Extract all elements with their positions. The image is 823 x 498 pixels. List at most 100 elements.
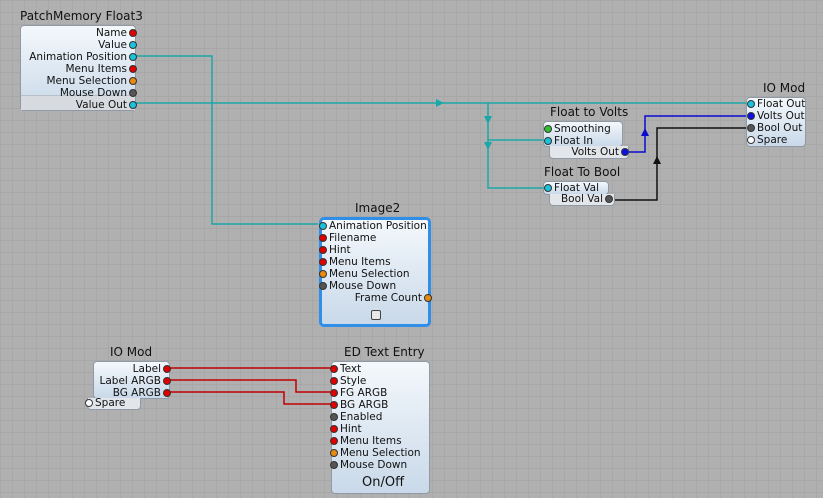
port-float-in[interactable]: Float In (544, 135, 593, 147)
float-to-bool-title: Float To Bool (544, 165, 621, 179)
port-bool-out[interactable]: Bool Out (747, 122, 802, 134)
port-connector-icon[interactable] (544, 137, 552, 145)
port-connector-icon[interactable] (330, 401, 338, 409)
port-spare[interactable]: Spare (85, 397, 125, 409)
port-style[interactable]: Style (330, 375, 366, 387)
port-connector-icon[interactable] (319, 234, 327, 242)
port-label: Label (132, 363, 161, 375)
port-connector-icon[interactable] (129, 65, 137, 73)
port-filename[interactable]: Filename (319, 232, 376, 244)
port-menu-items[interactable]: Menu Items (330, 435, 402, 447)
patch-memory-title: PatchMemory Float3 (20, 9, 143, 23)
port-connector-icon[interactable] (129, 77, 137, 85)
port-connector-icon[interactable] (129, 41, 137, 49)
port-label: Spare (95, 397, 126, 409)
port-menu-selection[interactable]: Menu Selection (330, 447, 421, 459)
io-mod-right-title: IO Mod (763, 81, 806, 95)
port-frame-count[interactable]: Frame Count (355, 292, 432, 304)
port-connector-icon[interactable] (747, 136, 755, 144)
port-connector-icon[interactable] (319, 246, 327, 254)
port-bg-argb[interactable]: BG ARGB (330, 399, 388, 411)
port-float-val[interactable]: Float Val (544, 182, 599, 194)
port-value-out[interactable]: Value Out (76, 99, 137, 111)
port-bg-argb[interactable]: BG ARGB (113, 387, 171, 399)
port-connector-icon[interactable] (319, 282, 327, 290)
wire-label-argb-fg[interactable] (168, 379, 333, 393)
port-connector-icon[interactable] (129, 53, 137, 61)
port-connector-icon[interactable] (544, 184, 552, 192)
wire-float-val[interactable] (487, 140, 547, 189)
port-menu-selection[interactable]: Menu Selection (46, 75, 137, 87)
port-connector-icon[interactable] (319, 258, 327, 266)
wire-float-in[interactable] (487, 103, 547, 141)
port-connector-icon[interactable] (163, 389, 171, 397)
port-label[interactable]: Label (133, 363, 171, 375)
port-connector-icon[interactable] (330, 365, 338, 373)
port-connector-icon[interactable] (747, 100, 755, 108)
wire-bg-argb[interactable] (168, 391, 333, 405)
port-mouse-down[interactable]: Mouse Down (60, 87, 137, 99)
port-menu-selection[interactable]: Menu Selection (319, 268, 410, 280)
port-connector-icon[interactable] (544, 125, 552, 133)
port-connector-icon[interactable] (330, 449, 338, 457)
port-smoothing[interactable]: Smoothing (544, 123, 611, 135)
port-connector-icon[interactable] (319, 270, 327, 278)
port-label: Animation Position (329, 220, 427, 232)
port-connector-icon[interactable] (163, 365, 171, 373)
port-connector-icon[interactable] (330, 389, 338, 397)
wire-arrow (484, 116, 492, 124)
float-to-volts-output-strip: Volts Out (549, 146, 629, 159)
wire-anim-position[interactable] (132, 55, 318, 225)
port-menu-items[interactable]: Menu Items (65, 63, 137, 75)
port-connector-icon[interactable] (621, 148, 629, 156)
port-connector-icon[interactable] (330, 461, 338, 469)
wire-bool-val[interactable] (611, 127, 750, 201)
port-bool-val[interactable]: Bool Val (561, 193, 613, 205)
port-label: Float Val (554, 182, 599, 194)
port-connector-icon[interactable] (330, 425, 338, 433)
port-label: Mouse Down (340, 459, 408, 471)
port-menu-items[interactable]: Menu Items (319, 256, 391, 268)
image2-checkbox[interactable] (371, 310, 381, 320)
port-label: Float Out (757, 98, 806, 110)
port-mouse-down[interactable]: Mouse Down (330, 459, 407, 471)
port-text[interactable]: Text (330, 363, 361, 375)
port-name[interactable]: Name (96, 27, 137, 39)
port-mouse-down[interactable]: Mouse Down (319, 280, 396, 292)
port-label: Text (340, 363, 362, 375)
port-connector-icon[interactable] (129, 29, 137, 37)
port-label: Animation Position (29, 51, 127, 63)
port-connector-icon[interactable] (747, 112, 755, 120)
port-connector-icon[interactable] (129, 89, 137, 97)
port-volts-out[interactable]: Volts Out (747, 110, 805, 122)
port-enabled[interactable]: Enabled (330, 411, 382, 423)
port-animation-position[interactable]: Animation Position (29, 51, 137, 63)
port-connector-icon[interactable] (330, 413, 338, 421)
port-hint[interactable]: Hint (330, 423, 362, 435)
port-float-out[interactable]: Float Out (747, 98, 805, 110)
port-connector-icon[interactable] (424, 294, 432, 302)
port-connector-icon[interactable] (330, 377, 338, 385)
port-fg-argb[interactable]: FG ARGB (330, 387, 387, 399)
port-label: Menu Items (329, 256, 391, 268)
port-connector-icon[interactable] (605, 195, 613, 203)
port-connector-icon[interactable] (747, 124, 755, 132)
port-volts-out[interactable]: Volts Out (571, 146, 629, 158)
port-connector-icon[interactable] (319, 222, 327, 230)
port-connector-icon[interactable] (163, 377, 171, 385)
port-spare[interactable]: Spare (747, 134, 787, 146)
port-hint[interactable]: Hint (319, 244, 351, 256)
port-value[interactable]: Value (98, 39, 137, 51)
port-animation-position[interactable]: Animation Position (319, 220, 427, 232)
port-connector-icon[interactable] (85, 399, 93, 407)
port-connector-icon[interactable] (330, 437, 338, 445)
port-label-argb[interactable]: Label ARGB (100, 375, 171, 387)
port-connector-icon[interactable] (129, 101, 137, 109)
